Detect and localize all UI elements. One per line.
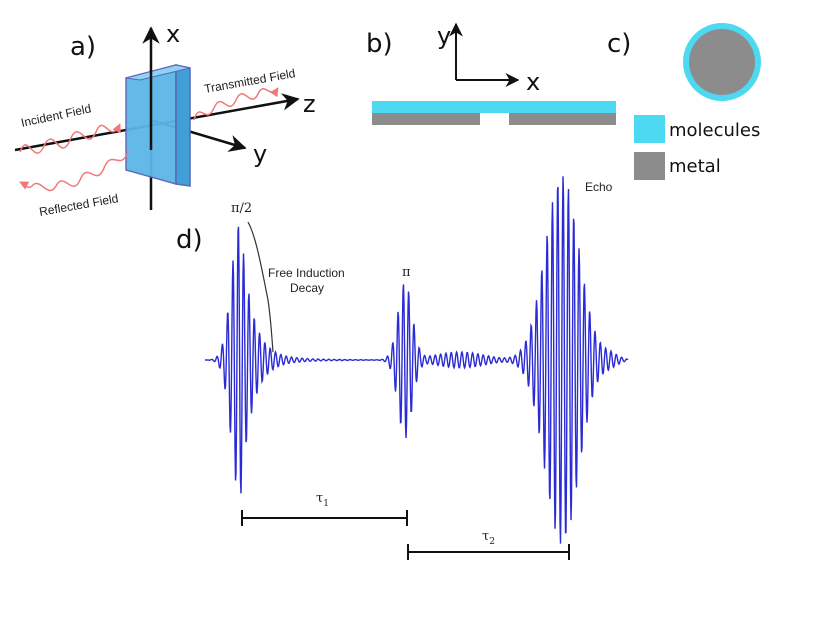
metal-strip-right [509,113,616,125]
fid-label-line1: Free Induction [268,266,345,280]
panel-a-label: a) [70,32,96,62]
incident-wave [19,123,121,154]
y-axis-label: y [253,140,267,168]
transmitted-label: Transmitted Field [203,66,296,96]
echo-waveform [205,176,629,544]
panel-c: c) molecules metal [607,23,761,180]
fid-envelope [247,221,274,353]
tau2-label: τ2 [482,529,495,547]
tau1-bracket [241,510,408,526]
z-axis-label: z [303,90,316,118]
reflected-label: Reflected Field [38,191,119,219]
transmitted-wave [193,87,279,121]
pi-half-label: π/2 [231,201,252,216]
panel-b-label: b) [366,29,393,59]
pi-label: π [402,265,411,280]
x-axis-label: x [166,20,180,48]
echo-label: Echo [585,180,613,194]
molecule-layer [372,101,616,113]
b-x-label: x [526,68,540,96]
tau2-bracket [407,544,570,560]
reflected-wave [19,151,129,192]
incident-label: Incident Field [20,101,93,130]
legend-molecules-swatch [634,115,665,143]
tau1-label: τ1 [316,491,329,509]
legend-metal-label: metal [669,156,721,177]
fid-label-line2: Decay [290,281,324,295]
legend-metal-swatch [634,152,665,180]
panel-d-label: d) [176,225,203,255]
b-y-label: y [437,22,451,50]
panel-a: a) x z y Incident Field Transmitted Fiel… [14,20,316,219]
panel-b: b) y x [366,22,616,125]
coated-particle-core [689,29,755,95]
panel-d: d) π/2 Free Induction Decay π Echo τ1 τ2 [176,176,629,560]
metal-strip-left [372,113,480,125]
panel-c-label: c) [607,29,631,59]
dielectric-plate [125,64,191,187]
legend-molecules-label: molecules [669,120,760,141]
